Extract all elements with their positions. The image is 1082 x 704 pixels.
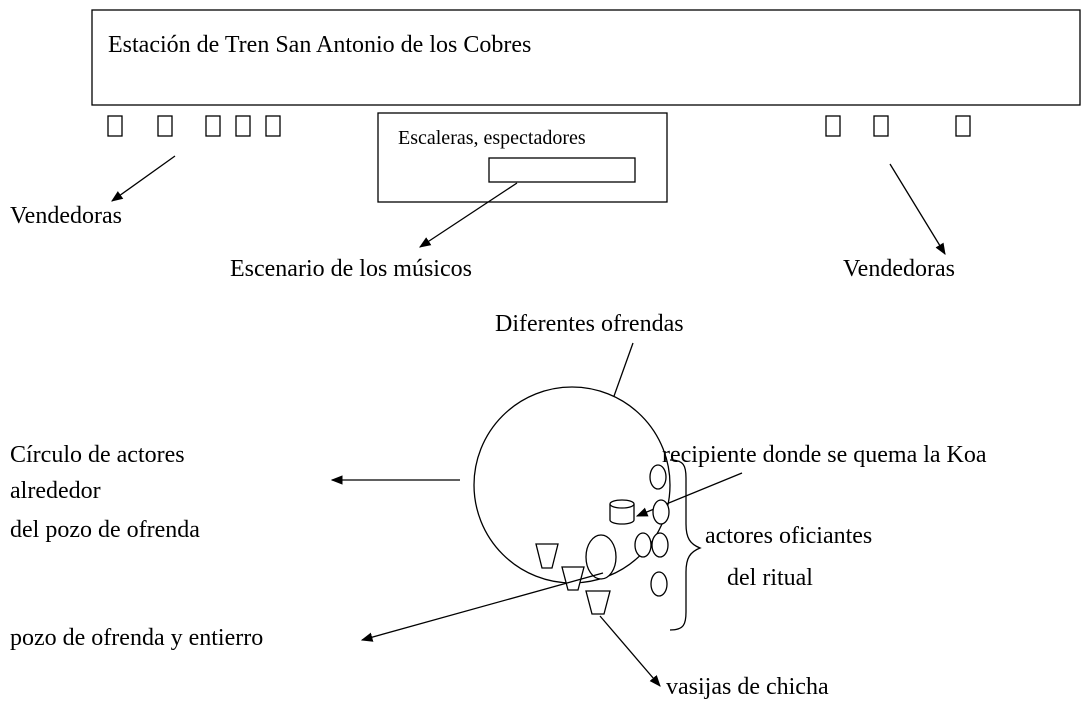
station-title: Estación de Tren San Antonio de los Cobr… — [108, 32, 531, 58]
officiants-brace — [669, 459, 702, 631]
koa-container-icon — [609, 499, 635, 525]
officiant-actor-icon — [652, 499, 670, 525]
arrow-vendors-left — [111, 155, 176, 202]
vendor-stall — [157, 115, 173, 137]
chicha-vessels-label: vasijas de chicha — [666, 674, 829, 700]
vendor-stall — [235, 115, 251, 137]
arrow-vendors-right — [889, 163, 946, 255]
vendors-left-label: Vendedoras — [10, 203, 122, 229]
vendor-stall — [205, 115, 221, 137]
circle-label-line3: del pozo de ofrenda — [10, 517, 200, 543]
officiant-actor-icon — [649, 464, 667, 490]
vendor-stall — [265, 115, 281, 137]
musicians-stage-box — [488, 157, 636, 183]
officiant-actor-icon — [650, 571, 668, 597]
offerings-label: Diferentes ofrendas — [495, 311, 684, 337]
officiant-actor-icon — [651, 532, 669, 558]
vendors-right-label: Vendedoras — [843, 256, 955, 282]
vendor-stall — [107, 115, 123, 137]
chicha-vessel-icon — [535, 543, 559, 569]
chicha-vessel-icon — [561, 566, 585, 591]
koa-container-label: recipiente donde se quema la Koa — [662, 442, 987, 468]
vendor-stall — [825, 115, 841, 137]
chicha-vessel-icon — [585, 590, 611, 615]
circle-label-line1: Círculo de actores — [10, 442, 185, 468]
vendor-stall — [873, 115, 889, 137]
officiant-actor-icon — [634, 532, 652, 558]
officiants-label-line1: actores oficiantes — [705, 523, 872, 549]
vendor-stalls-right — [825, 115, 971, 137]
circle-label-line2: alrededor — [10, 478, 101, 504]
arrow-stage — [419, 182, 518, 248]
pit-label: pozo de ofrenda y entierro — [10, 625, 263, 651]
stairs-label: Escaleras, espectadores — [398, 127, 586, 149]
train-station-box — [91, 9, 1081, 106]
arrow-pit — [360, 572, 604, 642]
musicians-stage-label: Escenario de los músicos — [230, 256, 472, 282]
officiants-label-line2: del ritual — [727, 565, 813, 591]
officiant-actors — [634, 464, 670, 597]
vendor-stall — [955, 115, 971, 137]
arrow-chicha — [599, 615, 661, 687]
offering-pit — [585, 534, 617, 580]
vendor-stalls-left — [107, 115, 281, 137]
